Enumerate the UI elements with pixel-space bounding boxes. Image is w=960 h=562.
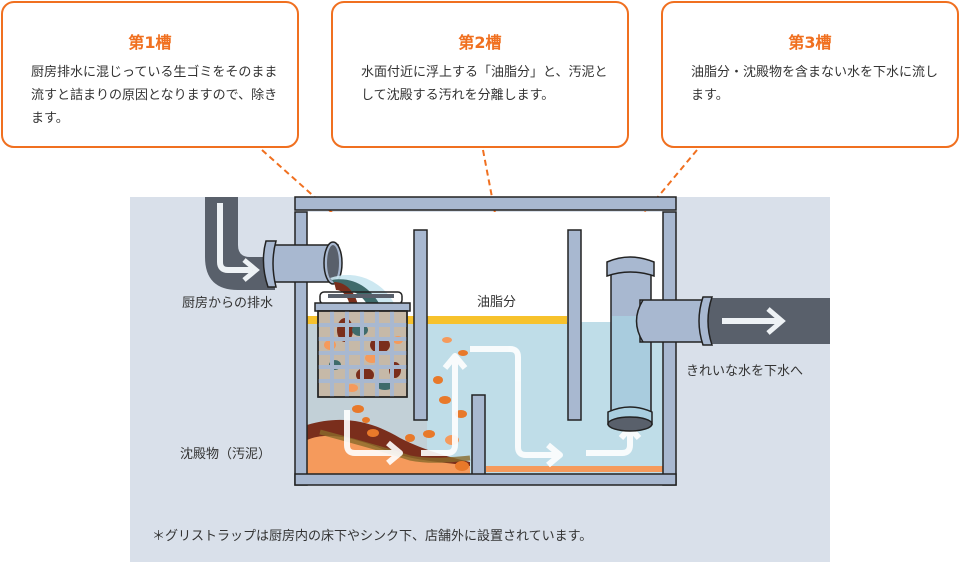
callout-text: 厨房排水に混じっている生ゴミをそのまま流すと詰まりの原因となりますので、除きます… (31, 65, 278, 126)
flow-arrows (344, 346, 642, 468)
tank-lid (294, 196, 677, 211)
inlet-label: 厨房からの排水 (182, 296, 274, 311)
tank-wall-right (662, 211, 677, 486)
tank-bottom (294, 473, 677, 486)
inlet-coupling (262, 240, 277, 288)
inlet-pipe-opening (327, 245, 339, 281)
strainer-basket (314, 291, 411, 398)
grease-label: 油脂分 (477, 295, 517, 310)
sludge-label: 沈殿物（汚泥） (180, 447, 272, 462)
footnote: ＊グリストラップは厨房内の床下やシンク下、店舗外に設置されています。 (152, 529, 593, 544)
grease-layer (307, 316, 567, 324)
callout-title: 第1槽 (128, 33, 172, 52)
callout-text: 油脂分・沈殿物を含まない水を下水に流します。 (691, 65, 939, 103)
partition-3 (567, 229, 582, 421)
callout-tank-2: 第2槽 水面付近に浮上する「油脂分」と、汚泥として沈殿する汚れを分離します。 (331, 1, 629, 148)
callout-title: 第2槽 (458, 33, 502, 52)
inlet-arrow-icon (217, 203, 252, 273)
partition-1 (413, 229, 428, 421)
outlet-label: きれいな水を下水へ (686, 364, 804, 379)
outlet-pipe (639, 299, 709, 343)
callout-title: 第3槽 (788, 33, 832, 52)
callout-text: 水面付近に浮上する「油脂分」と、汚泥として沈殿する汚れを分離します。 (361, 65, 608, 103)
callout-tank-1: 第1槽 厨房排水に混じっている生ゴミをそのまま流すと詰まりの原因となりますので、… (1, 1, 299, 148)
partition-2 (471, 394, 486, 476)
callout-tank-3: 第3槽 油脂分・沈殿物を含まない水を下水に流します。 (661, 1, 959, 148)
sludge-thin (486, 466, 663, 472)
